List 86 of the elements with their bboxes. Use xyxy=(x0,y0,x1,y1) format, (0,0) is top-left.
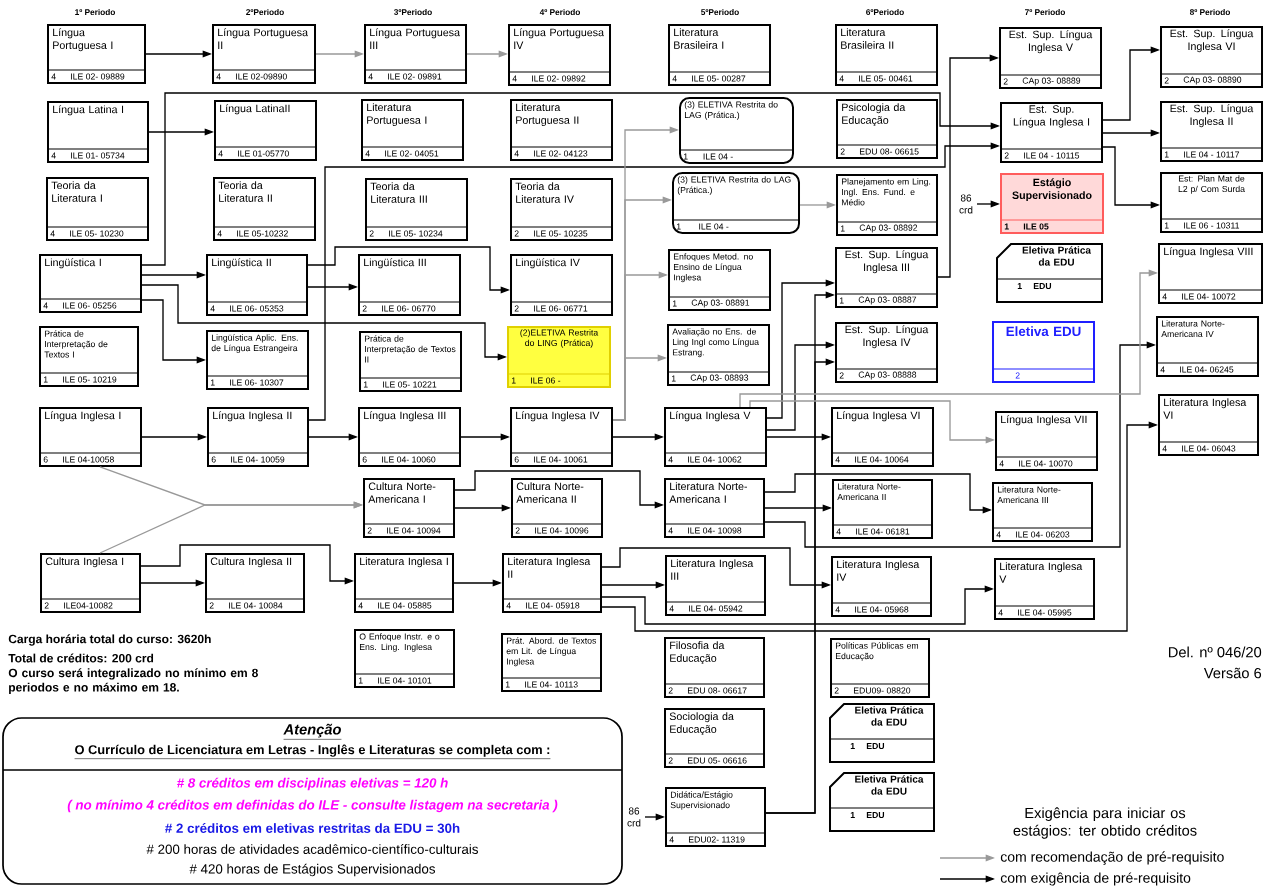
column-heading: 6ºPeriodo xyxy=(866,8,904,16)
course-box: Cultura Norte-Americana I 2 ILE 04- 10094 xyxy=(363,478,455,538)
course-box: Língua Inglesa IV 6 ILE 04- 10061 xyxy=(510,407,613,467)
course-box: Lingüística IV 2 ILE 06- 06771 xyxy=(510,254,613,316)
course-box: Literatura Inglesa III 4 ILE 04- 05942 xyxy=(665,555,766,616)
course-box: Língua Portuguesa IV 4 ILE 02- 09892 xyxy=(508,24,611,86)
column-heading: 8º Periodo xyxy=(1189,8,1230,16)
course-box: Est. Sup. Língua Inglesa IV 2 CAp 03- 08888 xyxy=(835,322,938,383)
course-box: Políticas Públicas em Educação 2 EDU09- 08820 xyxy=(830,638,930,698)
course-box: Língua Portuguesa I 4 ILE 02- 09889 xyxy=(47,24,146,84)
legend-text: com recomendação de pré-requisito xyxy=(1000,851,1224,865)
course-box: Avaliação no Ens. de Ling Ingl como Língua Estrang. 1 CAp 03- 08893 xyxy=(667,324,770,386)
column-heading: 2ºPeriodo xyxy=(246,8,284,16)
course-box: Literatura Norte-Americana I 4 ILE 04- 10098 xyxy=(664,478,765,538)
legend-text: com exigência de pré-requisito xyxy=(1000,872,1191,886)
course-box: Língua Inglesa VI 4 ILE 04- 10064 xyxy=(831,407,934,467)
course-box: Cultura Inglesa I 2 ILE04-10082 xyxy=(40,553,141,613)
course-box: Língua Inglesa VIII 4 ILE 04- 10072 xyxy=(1158,243,1263,304)
course-box: Literatura Inglesa II 4 ILE 04- 05918 xyxy=(502,553,602,613)
elective-box: (3) ELETIVA Restrita do LAG (Prática.) 1 ILE 04 - xyxy=(672,172,800,234)
edge-label: 86 crd xyxy=(624,806,644,828)
course-box: Língua Inglesa VII 4 ILE 04- 10070 xyxy=(995,411,1098,471)
course-box: Prática de Interpretação de Textos I 1 ILE 05- 10219 xyxy=(39,326,139,387)
note-text: Carga horária total do curso: 3620h xyxy=(8,634,211,646)
column-heading: 3ºPeriodo xyxy=(394,8,432,16)
course-box: Literatura Inglesa I 4 ILE 04- 05885 xyxy=(354,553,454,613)
elective-box: Eletiva Prática da EDU 1 EDU xyxy=(829,703,935,763)
course-box: Literatura Portuguesa II 4 ILE 02- 04123 xyxy=(510,99,613,161)
course-box: Est: Plan Mat de L2 p/ Com Surda 1 ILE 06 - 10311 xyxy=(1160,172,1263,233)
course-box: Planejamento em Ling. Ingl. Ens. Fund. e Médio 1 CAp 03- 08892 xyxy=(836,174,938,236)
course-box: Literatura Inglesa V 4 ILE 04- 05995 xyxy=(994,558,1095,620)
elective-box: Eletiva Prática da EDU 1 EDU xyxy=(996,243,1103,303)
course-box: Sociologia da Educação 2 EDU 05- 06616 xyxy=(664,708,765,768)
course-box: Teoria da Literatura I 4 ILE 05- 10230 xyxy=(46,177,149,241)
column-heading: 4º Periodo xyxy=(539,8,580,16)
course-box: Cultura Inglesa II 2 ILE 04- 10084 xyxy=(205,553,305,613)
course-box: Enfoques Metod. no Ensino de Língua Inglesa 1 CAp 03- 08891 xyxy=(668,249,771,311)
course-box: Língua Inglesa I 6 ILE 04-10058 xyxy=(39,407,142,467)
course-box: Literatura Norte-Americana IV 4 ILE 04- 06245 xyxy=(1156,316,1259,377)
course-box: Teoria da Literatura III 2 ILE 05- 10234 xyxy=(365,178,468,241)
course-box: Lingüística I 4 ILE 06- 05256 xyxy=(39,254,142,313)
course-box: Filosofia da Educação 2 EDU 08- 06617 xyxy=(664,637,765,698)
course-box: Literatura Brasileira II 4 ILE 05- 00461 xyxy=(835,24,938,86)
course-box: Cultura Norte-Americana II 2 ILE 04- 10096 xyxy=(511,478,603,538)
course-box: Lingüística Aplic. Ens. de Língua Estrangeira 1 ILE 06- 10307 xyxy=(206,330,309,390)
course-box: Língua Inglesa II 6 ILE 04- 10059 xyxy=(207,407,309,467)
note-text: Exigência para iniciar os estágios: ter obtido créditos xyxy=(1013,807,1197,839)
course-box: Lingüística III 2 ILE 06- 06770 xyxy=(358,254,461,316)
course-box: Est. Sup. Língua Inglesa II 1 ILE 04 - 10117 xyxy=(1160,101,1263,162)
note-text: Del. nº 046/20 xyxy=(1169,646,1262,658)
course-box: Prát. Abord. de Textos em Lit. de Língua Inglesa 1 ILE 04- 10113 xyxy=(501,633,602,692)
notice-box: Atenção O Currículo de Licenciatura em Letras - Inglês e Literaturas se completa com : # 8 créditos em disciplinas eletivas = 120 h ( no mínimo 4 créditos em definidas do ILE - consulte listagem na secretaria ) # 2 créditos em eletivas restritas da EDU = 30h # 200 horas de atividades acadêmico-científico-culturais # 420 horas de Estágios Supervisionados xyxy=(2,717,623,885)
course-box: (2)ELETIVA Restrita do LING (Prática) 1 ILE 06 - xyxy=(507,326,611,388)
note-text: Versão 6 xyxy=(1203,667,1262,679)
course-box: Teoria da Literatura IV 2 ILE 05- 10235 xyxy=(510,178,613,241)
course-box: Eletiva EDU 2 xyxy=(992,321,1095,383)
course-box: Literatura Brasileira I 4 ILE 05- 00287 xyxy=(668,24,771,86)
elective-box: Eletiva Prática da EDU 1 EDU xyxy=(829,772,935,832)
course-box: Literatura Portuguesa I 4 ILE 02- 04051 xyxy=(361,99,464,161)
course-box: Teoria da Literatura II 4 ILE 05-10232 xyxy=(213,177,316,241)
course-box: Língua Portuguesa II 4 ILE 02-09890 xyxy=(212,24,316,84)
note-text: O curso será integralizado no mínimo em 8 periodos e no máximo em 18. xyxy=(8,668,258,694)
column-heading: 1º Periodo xyxy=(75,8,115,16)
elective-box: (3) ELETIVA Restrita do LAG (Prática.) 1 ILE 04 - xyxy=(679,97,794,164)
course-box: Língua Inglesa III 6 ILE 04- 10060 xyxy=(358,407,461,467)
course-box: Língua LatinaII 4 ILE 01-05770 xyxy=(214,100,317,161)
course-box: Língua Inglesa V 4 ILE 04- 10062 xyxy=(664,407,767,467)
course-box: Língua Latina I 4 ILE 01- 05734 xyxy=(47,101,149,163)
course-box: Psicologia da Educação 2 EDU 08- 06615 xyxy=(836,99,938,159)
course-box: O Enfoque Instr. e o Ens. Ling. Inglesa 1 ILE 04- 10101 xyxy=(354,629,455,688)
course-box: Literatura Norte-Americana II 4 ILE 04- 06181 xyxy=(832,479,933,539)
course-box: Est. Sup. Língua Inglesa VI 2 CAp 03- 08890 xyxy=(1160,26,1263,88)
course-box: Didática/Estágio Supervisionado 4 EDU02- 11319 xyxy=(665,787,766,847)
edge-label: 86 crd xyxy=(956,193,976,215)
course-box: Est. Sup. Língua Inglesa I 2 ILE 04 - 10115 xyxy=(1000,102,1103,163)
column-heading: 7º Periodo xyxy=(1025,8,1065,16)
course-box: Est. Sup. Língua Inglesa V 2 CAp 03- 08889 xyxy=(999,27,1102,89)
course-box: Estágio Supervisionado 1 ILE 05 xyxy=(1000,173,1104,234)
course-box: Literatura Norte-Americana III 4 ILE 04- 06203 xyxy=(992,482,1093,542)
column-heading: 5ºPeriodo xyxy=(701,8,739,16)
course-box: Literatura Inglesa IV 4 ILE 04- 05968 xyxy=(831,556,932,617)
course-box: Língua Portuguesa III 4 ILE 02- 09891 xyxy=(364,24,467,84)
course-box: Prática de Interpretação de Textos II 1 ILE 05- 10221 xyxy=(359,331,462,392)
course-box: Literatura Inglesa VI 4 ILE 04- 06043 xyxy=(1158,394,1259,456)
course-box: Est. Sup. Língua Inglesa III 1 CAp 03- 08887 xyxy=(835,247,938,308)
note-text: Total de créditos: 200 crd xyxy=(8,653,154,663)
